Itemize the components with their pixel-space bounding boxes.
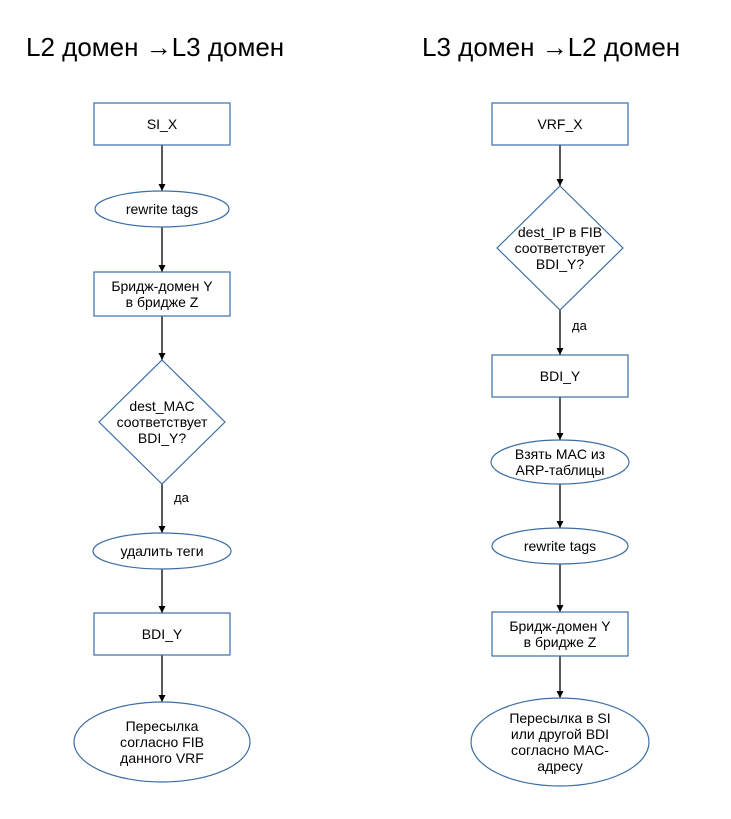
left-node-si-x: SI_X: [93, 102, 231, 146]
left-node-shape-dest-mac-check: [98, 359, 226, 485]
right-node-shape-forward-mac: [470, 697, 650, 787]
left-node-text-forward-fib: данного VRF: [120, 750, 204, 766]
left-node-shape-bdi-y: [93, 612, 231, 656]
right-node-text-forward-mac: Пересылка в SI: [509, 710, 610, 726]
right-node-text-dest-ip-check: соответствует: [515, 240, 606, 256]
left-node-remove-tags: удалить теги: [92, 532, 232, 570]
left-node-text-dest-mac-check: соответствует: [117, 414, 208, 430]
left-flow-title: L2 домен →L3 домен: [26, 32, 284, 62]
left-node-text-dest-mac-check: BDI_Y?: [138, 430, 186, 446]
left-node-text-rewrite-tags: rewrite tags: [126, 201, 198, 217]
right-node-text-forward-mac: согласно MAC-: [511, 742, 609, 758]
left-node-shape-si-x: [93, 102, 231, 146]
right-node-text-bdi-y: BDI_Y: [540, 368, 581, 384]
left-node-bdi-y: BDI_Y: [93, 612, 231, 656]
left-node-text-forward-fib: согласно FIB: [120, 734, 204, 750]
right-node-vrf-x: VRF_X: [491, 102, 629, 146]
right-edge-label-dest_ip_check: да: [572, 318, 588, 333]
right-node-text-forward-mac: адресу: [537, 758, 583, 774]
right-flow-title: L3 домен →L2 домен: [422, 32, 680, 62]
left-node-shape-rewrite-tags: [94, 190, 230, 228]
right-node-shape-dest-ip-check: [496, 185, 624, 311]
right-node-text-take-mac: ARP-таблицы: [516, 462, 605, 478]
right-node-shape-vrf-x: [491, 102, 629, 146]
left-node-rewrite-tags: rewrite tags: [94, 190, 230, 228]
left-node-text-forward-fib: Пересылка: [126, 718, 199, 734]
left-node-text-bridge-domain: Бридж-домен Y: [111, 278, 213, 294]
left-edge-label-dest_mac_check: да: [174, 490, 190, 505]
left-node-text-bridge-domain: в бридже Z: [126, 294, 199, 310]
left-node-text-remove-tags: удалить теги: [120, 543, 203, 559]
right-node-text-forward-mac: или другой BDI: [511, 726, 609, 742]
left-node-shape-forward-fib: [73, 701, 251, 783]
left-node-bridge-domain: Бридж-домен Yв бридже Z: [93, 271, 231, 317]
right-node-text-dest-ip-check: dest_IP в FIB: [518, 224, 602, 240]
right-node-rewrite-tags: rewrite tags: [491, 527, 629, 565]
right-node-bdi-y: BDI_Y: [491, 354, 629, 398]
left-node-text-bdi-y: BDI_Y: [142, 626, 183, 642]
left-node-shape-bridge-domain: [93, 271, 231, 317]
right-node-text-rewrite-tags: rewrite tags: [524, 538, 596, 554]
left-node-text-si-x: SI_X: [147, 116, 178, 132]
right-node-text-vrf-x: VRF_X: [537, 116, 583, 132]
right-node-text-bridge-domain: в бридже Z: [524, 634, 597, 650]
left-node-text-dest-mac-check: dest_MAC: [129, 398, 194, 414]
left-node-shape-remove-tags: [92, 532, 232, 570]
right-node-shape-rewrite-tags: [491, 527, 629, 565]
right-node-bridge-domain: Бридж-домен Yв бридже Z: [491, 611, 629, 657]
right-node-shape-take-mac: [490, 439, 630, 485]
right-node-text-dest-ip-check: BDI_Y?: [536, 256, 584, 272]
right-node-shape-bridge-domain: [491, 611, 629, 657]
right-node-text-take-mac: Взять MAC из: [515, 446, 605, 462]
right-node-shape-bdi-y: [491, 354, 629, 398]
right-node-text-bridge-domain: Бридж-домен Y: [509, 618, 611, 634]
